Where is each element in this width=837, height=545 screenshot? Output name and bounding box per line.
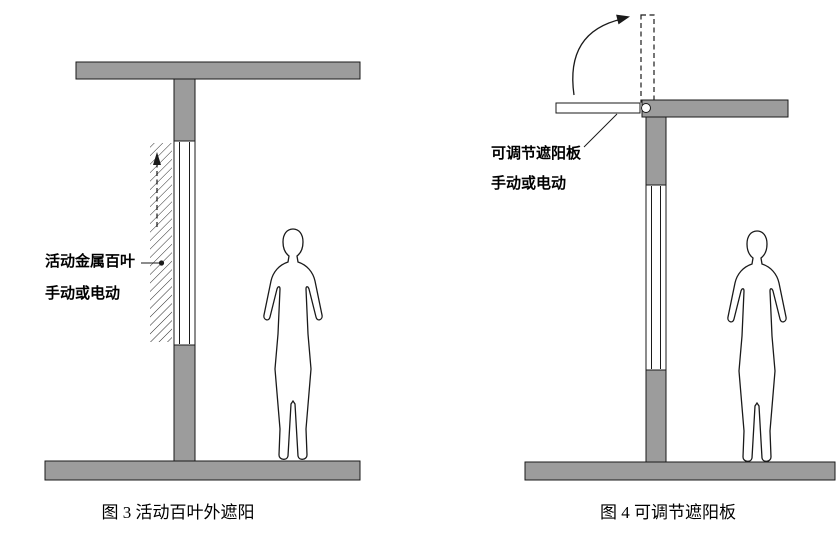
fig4-rotation-arrow-curve: [572, 18, 623, 96]
fig4-caption: 图 4 可调节遮阳板: [600, 503, 736, 522]
fig3-top-slab: [75, 61, 361, 80]
fig3-label-line1: 活动金属百叶: [45, 253, 136, 270]
figure4-drawing: [524, 14, 836, 481]
fig4-label-line1: 可调节遮阳板: [491, 145, 582, 162]
fig3-upper-column: [173, 78, 196, 142]
figure3-drawing: [44, 61, 361, 481]
fig4-label-line2: 手动或电动: [491, 175, 567, 192]
fig3-human-figure: [263, 228, 323, 460]
fig3-label-line2: 手动或电动: [45, 285, 121, 302]
fig3-caption: 图 3 活动百叶外遮阳: [101, 503, 255, 522]
fig4-shading-board: [555, 102, 641, 114]
fig4-bottom-slab: [524, 461, 836, 481]
fig4-top-slab: [641, 99, 789, 118]
fig3-lower-wall: [173, 344, 196, 462]
fig3-window-frame: [173, 140, 196, 346]
fig4-upper-column: [645, 116, 667, 186]
fig4-leader-line: [583, 113, 618, 148]
fig4-human-figure: [727, 230, 787, 462]
fig3-slide-arrow-head: [153, 152, 161, 165]
fig3-leader-dot: [158, 260, 165, 266]
fig4-panel-raised-dashed: [640, 14, 655, 103]
fig4-rotation-arrow-head: [616, 14, 630, 25]
fig4-lower-wall: [645, 369, 667, 463]
fig4-pivot-hinge: [641, 103, 651, 113]
fig3-louver-hatch: [150, 143, 172, 342]
fig3-bottom-slab: [44, 460, 361, 481]
fig4-window-frame: [645, 184, 667, 371]
